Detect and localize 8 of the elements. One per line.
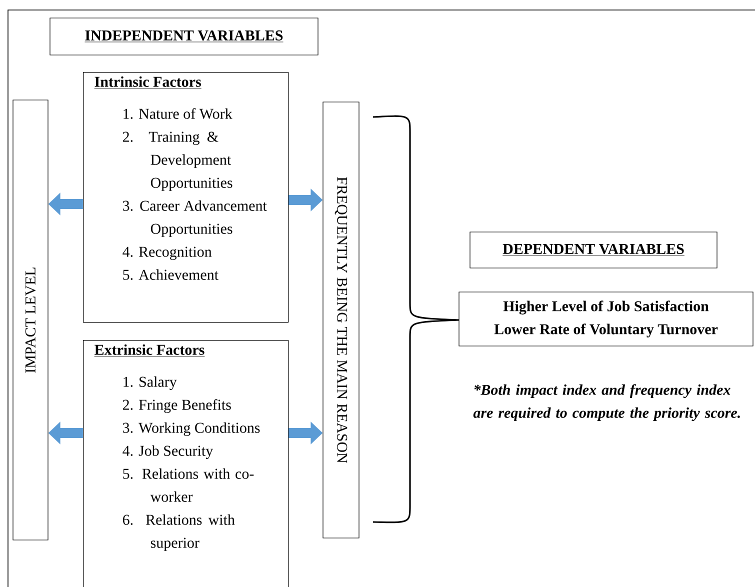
heading-box: DEPENDENT VARIABLES [470,232,718,268]
factor-list-box: Intrinsic Factors 1. Nature of Work 2. Training & Development Opportunities 3. Career Advancement Opportunities 4. Recognition 5. Achievement [83,72,289,323]
vertical-label-box: IMPACT LEVEL [12,100,48,540]
vertical-label-box: FREQUENTLY BEING THE MAIN REASON [322,102,360,538]
factor-list-box: Extrinsic Factors 1. Salary 2. Fringe Benefits 3. Working Conditions 4. Job Security 5. Relations with co-worker 6. Relations with superior [83,340,289,587]
outcome-box: Higher Level of Job Satisfaction Lower Rate of Voluntary Turnover [458,292,754,346]
note-text: *Both impact index and frequency index are required to compute the priority score. [473,384,740,421]
heading-box: INDEPENDENT VARIABLES [50,18,318,56]
